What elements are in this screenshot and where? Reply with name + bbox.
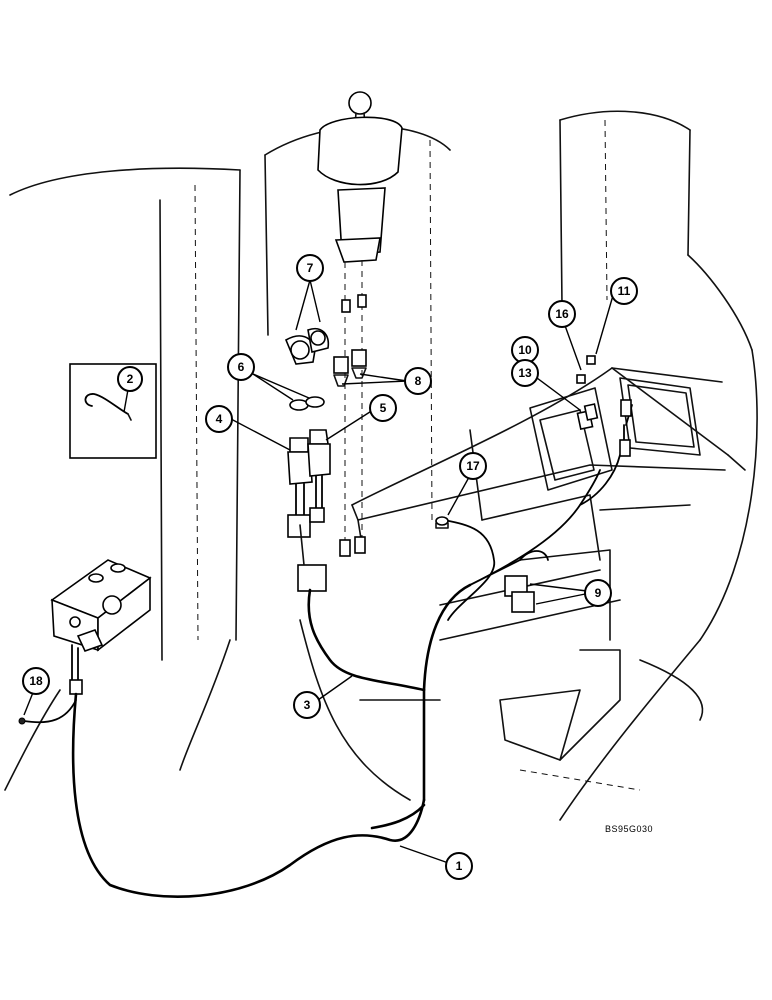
cab-structure: [4, 110, 758, 821]
svg-text:3: 3: [304, 698, 311, 712]
svg-text:18: 18: [29, 674, 43, 688]
svg-text:4: 4: [216, 412, 223, 426]
svg-text:10: 10: [518, 343, 532, 357]
joystick: [317, 91, 403, 557]
valve-block: [50, 559, 152, 695]
svg-text:5: 5: [380, 401, 387, 415]
callout-11: 11: [610, 277, 638, 305]
callout-16: 16: [548, 300, 576, 328]
svg-text:1: 1: [456, 859, 463, 873]
svg-text:13: 13: [518, 366, 532, 380]
svg-text:16: 16: [555, 307, 569, 321]
callout-4: 4: [205, 405, 233, 433]
wire-harness: [18, 399, 633, 898]
callout-13: 13: [511, 359, 539, 387]
svg-text:9: 9: [595, 586, 602, 600]
svg-text:8: 8: [415, 374, 422, 388]
pressure-switches: [287, 429, 331, 592]
callout-8: 8: [404, 367, 432, 395]
callout-2: 2: [117, 366, 143, 392]
callout-9: 9: [584, 579, 612, 607]
svg-text:7: 7: [307, 261, 314, 275]
svg-text:11: 11: [618, 284, 631, 298]
callout-5: 5: [369, 394, 397, 422]
callout-3: 3: [293, 691, 321, 719]
svg-text:2: 2: [127, 372, 134, 386]
callout-18: 18: [22, 667, 50, 695]
callout-10: 10: [511, 336, 539, 364]
callout-7: 7: [296, 254, 324, 282]
svg-text:6: 6: [238, 360, 245, 374]
callout-17: 17: [459, 452, 487, 480]
fittings: [284, 328, 367, 411]
callout-1: 1: [445, 852, 473, 880]
panel-parts: [435, 355, 599, 613]
strap-inset: [69, 363, 157, 459]
drawing-code: BS95G030: [605, 824, 653, 834]
callout-6: 6: [227, 353, 255, 381]
svg-text:17: 17: [466, 459, 480, 473]
